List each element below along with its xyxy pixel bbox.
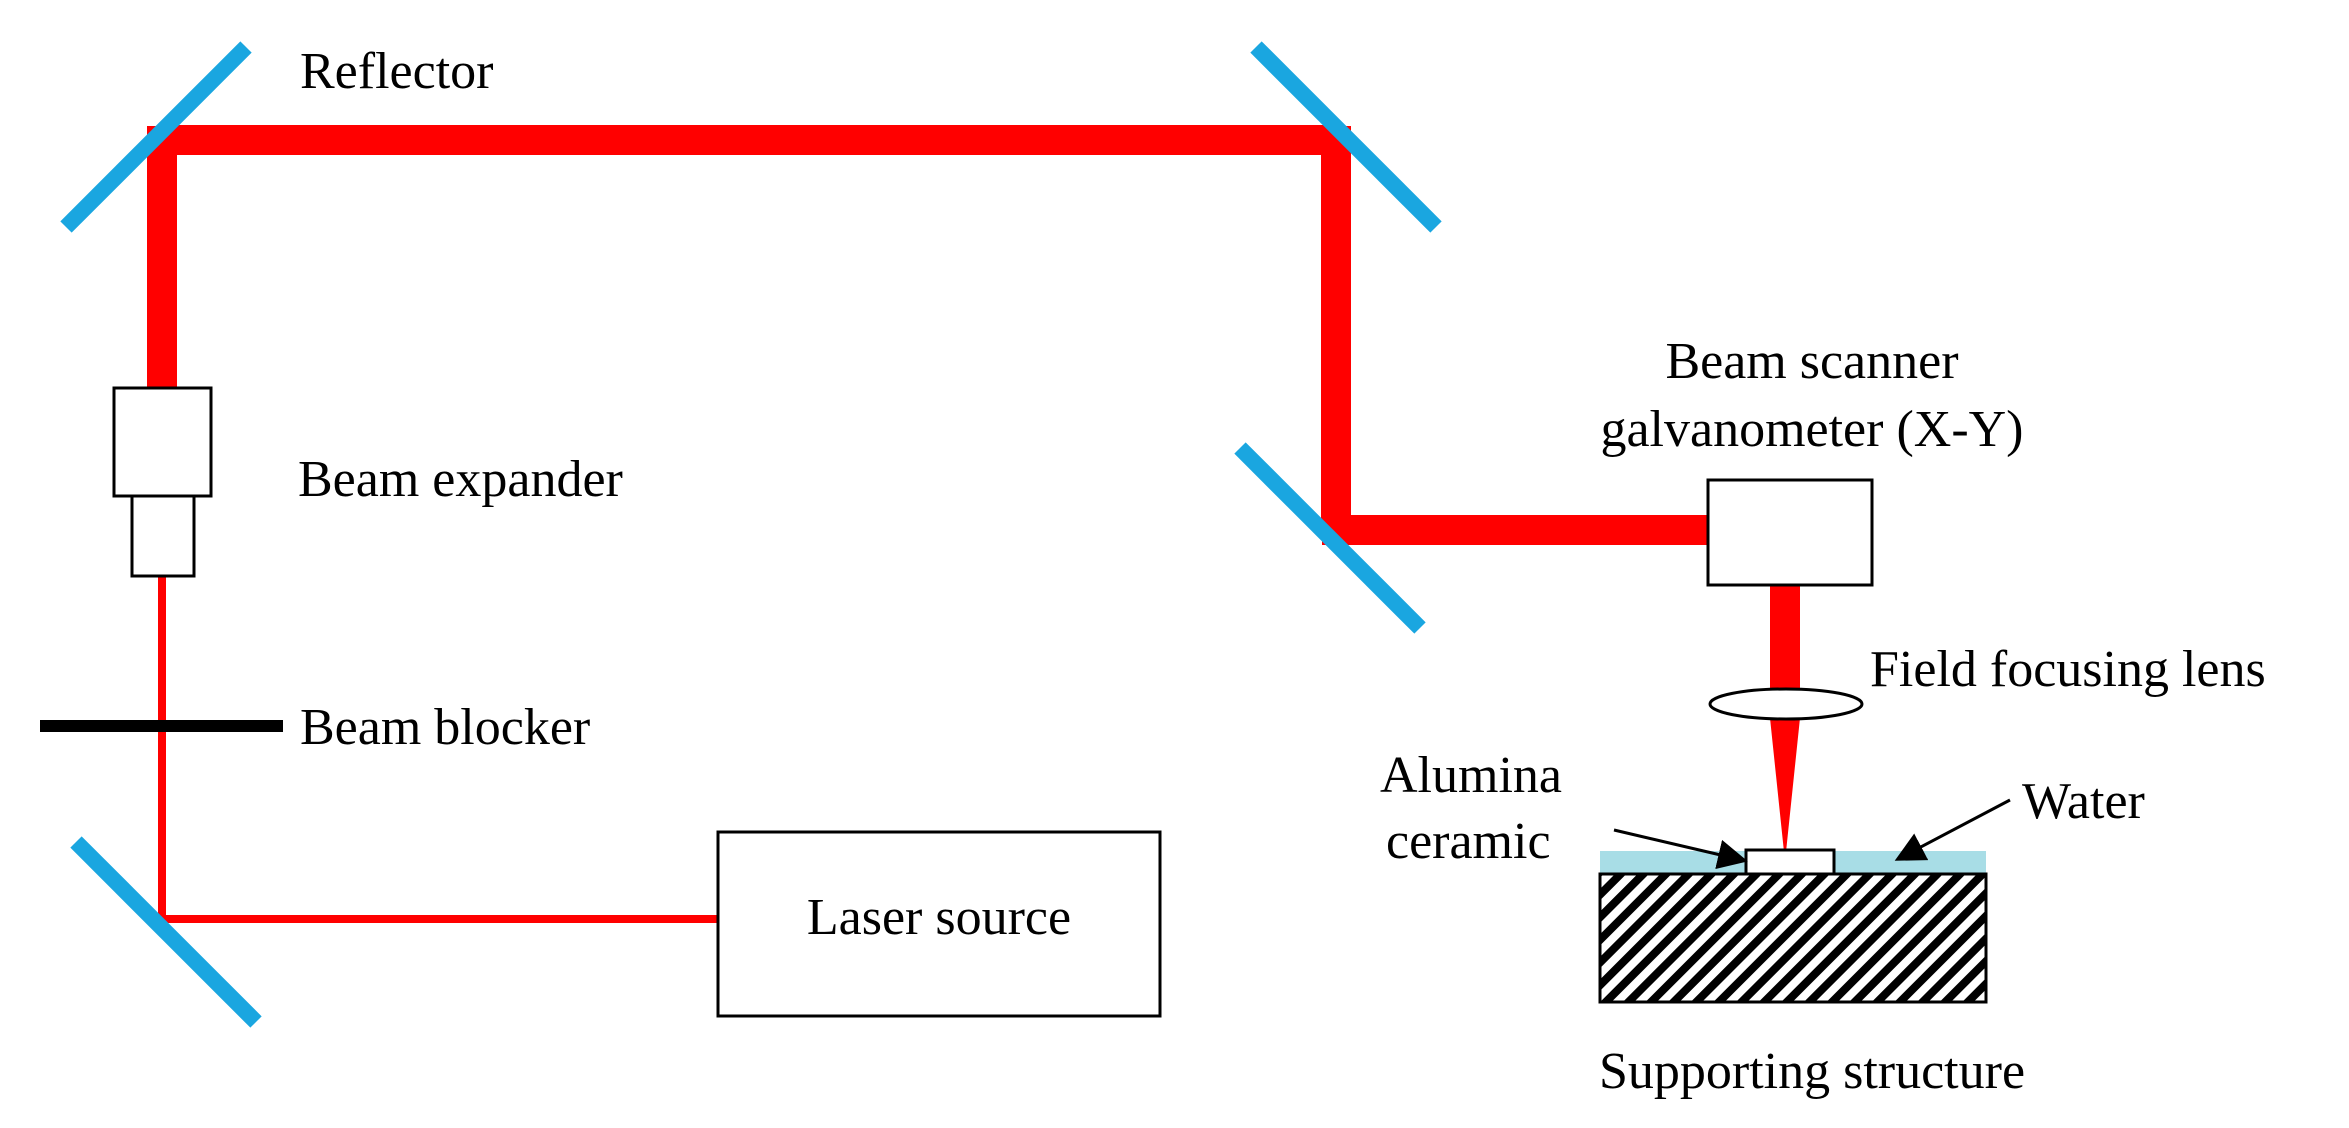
field-focusing-lens[interactable]: [1708, 687, 1864, 721]
reflector-top-right[interactable]: [1250, 41, 1442, 233]
beam-expander-lower-body[interactable]: [130, 494, 196, 578]
laser-source-box[interactable]: [716, 830, 1162, 1018]
beam-blocker-label: Beam blocker: [300, 699, 590, 756]
laser-beam-path: [147, 125, 1800, 923]
supporting-structure-label: Supporting structure: [1599, 1043, 2025, 1100]
focused-beam-cone: [1770, 718, 1800, 852]
reflector-label: Reflector: [300, 43, 493, 100]
laser-source-label: Laser source: [807, 889, 1071, 946]
beam-scanner-label-line1: Beam scanner: [1665, 333, 1958, 390]
beam-expander-upper-body[interactable]: [112, 386, 213, 498]
beam-expander-label: Beam expander: [298, 451, 623, 508]
reflector-bottom-left[interactable]: [70, 836, 262, 1028]
beam-scanner-box[interactable]: [1706, 478, 1874, 587]
alumina-label-line2: ceramic: [1386, 813, 1551, 870]
field-focusing-lens-label: Field focusing lens: [1870, 641, 2266, 698]
reflector-middle-right[interactable]: [1234, 442, 1426, 634]
water-pointer-arrow: [1894, 798, 2011, 861]
beam-scanner-label-line2: galvanometer (X-Y): [1600, 401, 2023, 458]
supporting-structure-block: [1598, 872, 1988, 1004]
water-label: Water: [2022, 773, 2145, 830]
reflector-top-left[interactable]: [60, 41, 252, 233]
alumina-label-line1: Alumina: [1380, 747, 1562, 804]
alumina-ceramic-sample[interactable]: [1744, 848, 1836, 876]
alumina-pointer-arrow: [1613, 828, 1748, 870]
